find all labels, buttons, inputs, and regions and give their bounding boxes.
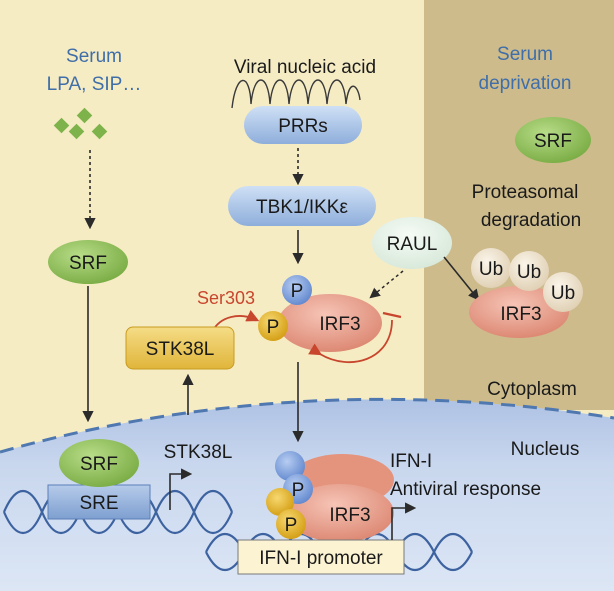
stk38l-transcription-arrow — [169, 468, 193, 510]
serum-deprivation-panel — [424, 0, 614, 410]
ser303-label: Ser303 — [197, 288, 255, 308]
ubiquitin-1-label: Ub — [479, 259, 503, 280]
phospho-site-back-nucleus — [275, 451, 305, 481]
arrow-raul-to-irf3 — [369, 270, 404, 299]
irf3-cytoplasm-node — [278, 294, 382, 352]
cytoplasm-label: Cytoplasm — [487, 379, 577, 400]
phospho-site-upper-cytoplasm — [282, 275, 312, 305]
phospho-p-lower-cytoplasm: P — [267, 317, 280, 338]
nuclear-membrane — [0, 397, 614, 454]
ubiquitin-1 — [471, 248, 511, 288]
inhibition-bar — [382, 311, 402, 319]
serum-title: Serum — [66, 46, 122, 67]
irf3-nucleus-node — [286, 484, 394, 542]
phospho-p-lower-nucleus: P — [285, 515, 298, 536]
irf3-degraded-label: IRF3 — [500, 304, 541, 325]
phospho-site-back-lower-nucleus — [266, 488, 294, 516]
viral-nucleic-acid-label: Viral nucleic acid — [234, 57, 376, 78]
phospho-p-upper-nucleus: P — [292, 480, 305, 501]
tbk1-ikke-node — [228, 186, 376, 226]
raul-node — [372, 217, 452, 269]
prrs-label: PRRs — [278, 116, 328, 137]
irf3-cytoplasm-label: IRF3 — [319, 314, 360, 335]
sre-element — [47, 484, 151, 520]
ubiquitin-2 — [509, 251, 549, 291]
arrow-raul-to-degradation — [443, 256, 480, 301]
ifn-output-label-1: IFN-I — [390, 451, 432, 472]
ubiquitin-3 — [543, 272, 583, 312]
proteasomal-label-1: Proteasomal — [472, 182, 579, 203]
prrs-node — [244, 106, 362, 144]
srf-cytoplasm-node — [48, 240, 128, 284]
ubiquitin-2-label: Ub — [517, 262, 541, 283]
phospho-p-upper-cytoplasm: P — [291, 281, 304, 302]
serum-deprivation-label-1: Serum — [497, 44, 553, 65]
srf-deprivation-label: SRF — [534, 131, 572, 152]
stk38l-protein-node — [125, 326, 235, 370]
ubiquitin-3-label: Ub — [551, 283, 575, 304]
srf-nucleus-node — [59, 439, 139, 487]
raul-label: RAUL — [387, 234, 438, 255]
irf3-nucleus-label: IRF3 — [329, 505, 370, 526]
stk38l-gene-label: STK38L — [164, 442, 233, 463]
srf-cytoplasm-label: SRF — [69, 253, 107, 274]
serum-deprivation-label-2: deprivation — [479, 73, 572, 94]
sre-label: SRE — [79, 493, 118, 514]
irf3-degraded-node — [469, 286, 569, 338]
viral-rna-icon — [231, 79, 361, 109]
ifn-transcription-arrow — [391, 502, 417, 540]
serum-ligand-icon — [53, 107, 108, 140]
ifn-promoter-box — [237, 539, 405, 575]
ifn-output-label-2: Antiviral response — [390, 479, 541, 500]
srf-nucleus-label: SRF — [80, 454, 118, 475]
srf-deprivation-node — [515, 117, 591, 163]
feedback-arc — [308, 319, 393, 363]
stk38l-protein-label: STK38L — [146, 339, 215, 360]
ifn-promoter-label: IFN-I promoter — [259, 548, 383, 569]
serum-ligands-label: LPA, SIP… — [47, 74, 142, 95]
proteasomal-label-2: degradation — [481, 210, 581, 231]
phospho-site-lower-nucleus — [276, 509, 306, 539]
tbk1-ikke-label: TBK1/IKKε — [256, 197, 348, 218]
phospho-site-lower-cytoplasm — [258, 311, 288, 341]
nucleus-label: Nucleus — [511, 439, 580, 460]
